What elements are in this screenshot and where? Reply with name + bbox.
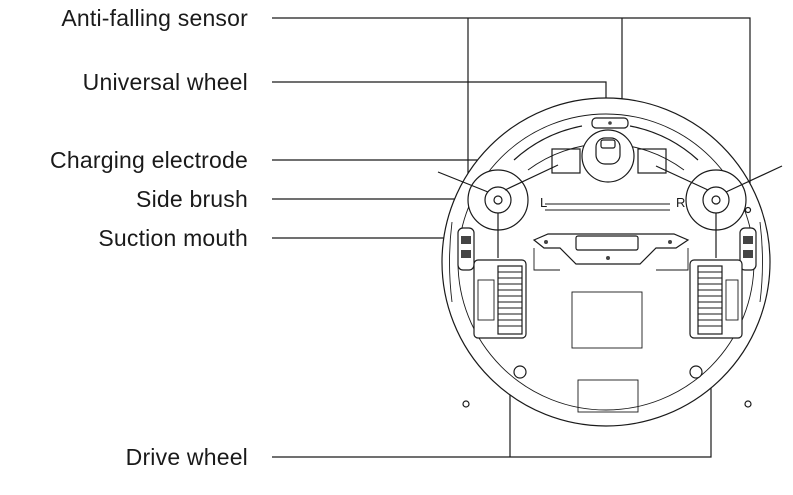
side-brush-right-screw xyxy=(711,195,721,205)
drive-wheel-left xyxy=(473,259,527,339)
suction-mouth-opening xyxy=(575,235,639,251)
label-charging-electrode: Charging electrode xyxy=(50,147,248,173)
side-brush-right-mark: R xyxy=(676,195,685,210)
drive-wheel-right-tire xyxy=(697,265,723,335)
battery-cover xyxy=(571,291,643,349)
drive-wheel-right-arm xyxy=(725,279,739,321)
side-brush-left-bristle-2 xyxy=(504,164,559,191)
side-brush-right-bristle-1 xyxy=(725,165,783,193)
suction-mouth-left-arm xyxy=(533,248,560,271)
side-brush-left: L xyxy=(437,164,559,258)
suction-mouth-screw-center xyxy=(606,256,610,260)
side-brush-left-screw xyxy=(493,195,503,205)
side-sensor-right-window xyxy=(743,236,753,244)
screw-hole-top-right xyxy=(744,206,752,214)
rear-foot-right xyxy=(689,365,703,379)
leader-anti-falling-top xyxy=(272,17,751,200)
side-brush-left-hub xyxy=(484,186,512,214)
side-brush-right: R xyxy=(655,165,783,258)
suction-mouth-screw-left xyxy=(544,240,548,244)
label-universal-wheel: Universal wheel xyxy=(83,69,248,95)
side-brush-left-mark: L xyxy=(540,195,547,210)
suction-mouth-screw-right xyxy=(668,240,672,244)
callout-labels: Anti-falling sensor Universal wheel Char… xyxy=(50,5,248,470)
front-arc-strip-right xyxy=(629,125,699,161)
suction-mouth-frame xyxy=(532,233,690,265)
rear-compartment-cover xyxy=(577,379,639,413)
charging-electrodes xyxy=(551,148,667,174)
side-brush-left-bristle-1 xyxy=(437,171,489,193)
side-brush-right-bristle-2 xyxy=(655,165,709,191)
side-sensor-right xyxy=(739,227,757,271)
robot-outer-shell xyxy=(441,97,771,427)
side-brush-right-hub xyxy=(702,186,730,214)
drive-wheel-left-tire xyxy=(497,265,523,335)
drive-wheel-left-well xyxy=(473,259,527,339)
side-sensor-right-window-2 xyxy=(743,250,753,258)
charging-electrode-right xyxy=(637,148,667,174)
suction-mouth-right-arm xyxy=(656,248,689,271)
bumper-edge-left xyxy=(449,221,453,303)
side-sensor-left xyxy=(457,227,475,271)
front-sensor-dot xyxy=(608,121,612,125)
label-drive-wheel: Drive wheel xyxy=(126,444,248,470)
universal-wheel-axle xyxy=(600,139,616,149)
universal-wheel-caster xyxy=(595,137,621,165)
bumper-edge-right xyxy=(759,221,763,303)
label-side-brush: Side brush xyxy=(136,186,248,212)
screw-hole-bottom-left xyxy=(462,400,470,408)
side-sensor-left-window xyxy=(461,236,471,244)
label-suction-mouth: Suction mouth xyxy=(98,225,248,251)
robot-body: L R xyxy=(437,97,783,427)
drive-wheel-left-tread xyxy=(498,271,522,327)
side-sensor-left-window-2 xyxy=(461,250,471,258)
universal-wheel xyxy=(581,129,635,183)
suction-mouth xyxy=(532,233,690,271)
side-sensor-left-housing xyxy=(457,227,475,271)
drive-wheel-right-tread xyxy=(698,271,722,327)
drive-wheel-left-arm xyxy=(477,279,495,321)
rear-foot-left xyxy=(513,365,527,379)
screw-hole-bottom-right xyxy=(744,400,752,408)
drive-wheel-right xyxy=(689,259,743,339)
drive-wheel-right-well xyxy=(689,259,743,339)
label-anti-falling-sensor: Anti-falling sensor xyxy=(61,5,248,31)
brush-connecting-bar xyxy=(545,203,670,211)
front-arc-strip-left xyxy=(513,125,583,161)
charging-electrode-left xyxy=(551,148,581,174)
